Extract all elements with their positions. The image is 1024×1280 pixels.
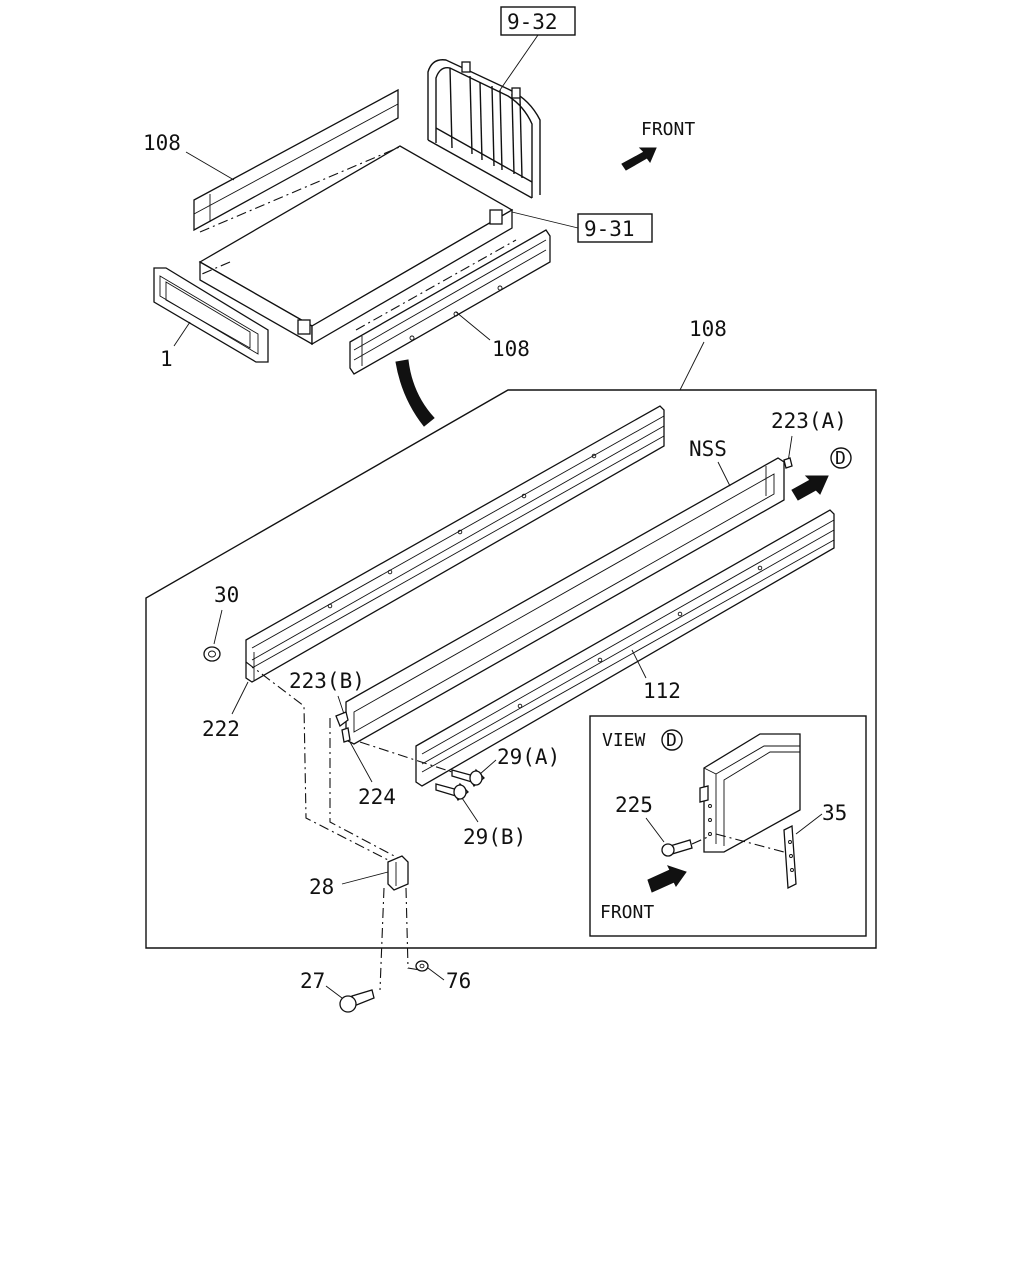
front-direction-indicator-view: FRONT [600, 865, 687, 923]
detail-frame [145, 389, 877, 949]
plate-35 [783, 824, 797, 890]
dashed-link-hinge-left [245, 661, 393, 863]
front-arrow-view-icon [647, 865, 687, 893]
view-d-marker[interactable]: D [830, 447, 852, 469]
pin-224 [341, 727, 351, 743]
callout-76[interactable]: 76 [446, 969, 471, 993]
leader-30 [213, 609, 223, 645]
front-label-top: FRONT [641, 119, 695, 140]
leader-35 [795, 813, 823, 835]
headboard-guard [427, 59, 541, 199]
dashed-link-27 [379, 887, 385, 991]
bolt-29a [451, 768, 485, 788]
detail-pointer-icon [395, 359, 435, 427]
view-d-arrow-icon [791, 475, 829, 501]
nss-label[interactable]: NSS [689, 437, 727, 461]
callout-29b[interactable]: 29(B) [463, 825, 526, 849]
callout-27[interactable]: 27 [300, 969, 325, 993]
dashed-link-rear [201, 261, 231, 275]
dashed-link-hinge-right [329, 718, 399, 859]
leader-28 [341, 871, 389, 885]
callout-108-lower[interactable]: 108 [492, 337, 530, 361]
view-d-inset [589, 715, 867, 937]
nut-30 [203, 646, 221, 662]
callout-222[interactable]: 222 [202, 717, 240, 741]
tail-gate-1 [153, 267, 269, 363]
dashed-link-bolt [359, 741, 453, 773]
bolt-29b [435, 782, 469, 802]
hinge-223b [335, 711, 349, 728]
view-d-letter: D [835, 448, 846, 469]
callout-223a[interactable]: 223(A) [771, 409, 847, 433]
view-d-title: VIEW D [602, 729, 683, 751]
side-gate-108-upper [193, 88, 399, 232]
reference-box-9-32[interactable]: 9-32 [500, 6, 576, 36]
leader-1 [173, 321, 191, 347]
leader-225 [645, 817, 665, 843]
leader-224 [349, 741, 373, 783]
callout-108-upper[interactable]: 108 [143, 131, 181, 155]
view-d-inset-letter: D [666, 730, 677, 751]
front-direction-indicator-top: FRONT [621, 119, 695, 171]
reference-9-31-label: 9-31 [584, 217, 635, 241]
leader-29b [461, 797, 479, 823]
side-gate-108-lower [349, 229, 551, 375]
leader-9-32 [499, 34, 539, 91]
leader-112 [631, 649, 647, 679]
leader-108-lower [455, 311, 491, 341]
leader-223a [787, 435, 793, 463]
platform-floor [198, 145, 514, 346]
side-rail-222 [245, 405, 665, 683]
callout-29a[interactable]: 29(A) [497, 745, 560, 769]
dashed-link-225 [691, 835, 711, 845]
leader-27 [325, 985, 343, 999]
gate-end-view [699, 733, 801, 853]
leader-nss [717, 461, 731, 487]
reference-box-9-31[interactable]: 9-31 [577, 213, 653, 243]
callout-223b[interactable]: 223(B) [289, 669, 365, 693]
front-arrow-icon [621, 147, 657, 171]
reference-9-32-label: 9-32 [507, 10, 558, 34]
callout-28[interactable]: 28 [309, 875, 334, 899]
dashed-link-76 [405, 887, 421, 971]
front-label-view: FRONT [600, 902, 654, 923]
leader-29a [479, 759, 497, 775]
leader-76 [427, 967, 445, 981]
callout-108-detail[interactable]: 108 [689, 317, 727, 341]
leader-223b [337, 695, 345, 715]
dashed-link-upper [199, 145, 403, 233]
leader-108-upper [185, 151, 235, 181]
view-label: VIEW [602, 730, 646, 751]
callout-30[interactable]: 30 [214, 583, 239, 607]
washer-76 [415, 960, 429, 972]
callout-35[interactable]: 35 [822, 801, 847, 825]
callout-1[interactable]: 1 [160, 347, 173, 371]
hinge-223a [783, 457, 793, 469]
leader-222 [231, 681, 249, 715]
leader-108-detail [679, 341, 705, 391]
bolt-225 [661, 839, 693, 857]
rail-112 [415, 509, 835, 787]
callout-225[interactable]: 225 [615, 793, 653, 817]
callout-224[interactable]: 224 [358, 785, 396, 809]
callout-112[interactable]: 112 [643, 679, 681, 703]
hinge-bracket-28 [387, 855, 409, 891]
pin-27 [339, 989, 375, 1013]
dashed-link-35 [715, 833, 785, 853]
leader-9-31 [511, 211, 579, 229]
